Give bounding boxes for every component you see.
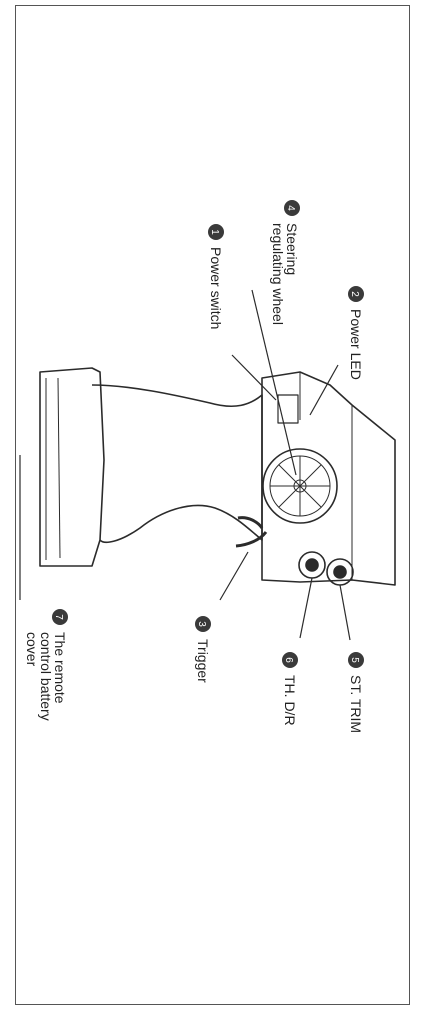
callout-4: 4 Steering regulating wheel: [270, 200, 300, 325]
svg-text:6: 6: [283, 657, 294, 663]
trigger: [235, 516, 268, 548]
svg-text:cover: cover: [24, 632, 40, 667]
callout-2: 2 Power LED: [348, 286, 364, 380]
svg-text:regulating wheel: regulating wheel: [270, 223, 286, 325]
callout-1: 1 Power switch: [208, 224, 224, 329]
svg-text:5: 5: [349, 657, 360, 663]
grip: [91, 384, 263, 544]
svg-text:Steering: Steering: [284, 223, 300, 275]
svg-text:7: 7: [53, 614, 64, 620]
svg-text:The remote: The remote: [52, 632, 68, 704]
diagram-frame: [15, 5, 410, 1005]
steering-wheel: [262, 448, 338, 524]
svg-text:control battery: control battery: [38, 632, 54, 721]
svg-text:4: 4: [285, 205, 296, 211]
callout-7: 7 The remote control battery cover: [24, 609, 68, 721]
callout-3: 3 Trigger: [195, 616, 211, 683]
svg-text:Power LED: Power LED: [348, 309, 364, 380]
battery-cover: [39, 367, 105, 567]
svg-text:Trigger: Trigger: [195, 639, 211, 683]
svg-text:3: 3: [196, 621, 207, 627]
callout-6: 6 TH. D/R: [282, 652, 298, 726]
svg-text:ST. TRIM: ST. TRIM: [348, 675, 364, 733]
transmitter-body: [261, 371, 396, 586]
svg-text:1: 1: [209, 229, 220, 235]
svg-text:Power switch: Power switch: [208, 247, 224, 329]
callout-5: 5 ST. TRIM: [348, 652, 364, 733]
power-switch: [277, 394, 299, 424]
svg-text:2: 2: [349, 291, 360, 297]
svg-text:TH. D/R: TH. D/R: [282, 675, 298, 726]
